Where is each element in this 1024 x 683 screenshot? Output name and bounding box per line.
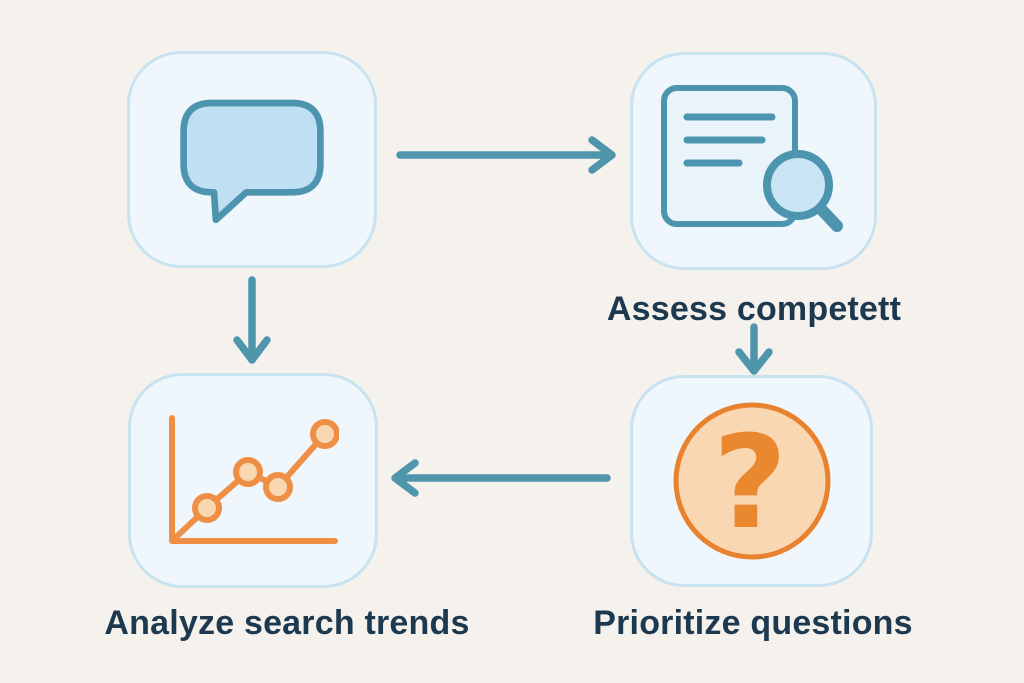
flowchart-node-prioritize: ? bbox=[630, 375, 873, 587]
speech-bubble-icon bbox=[180, 99, 324, 223]
document-search-icon bbox=[661, 85, 843, 232]
node-label-prioritize: Prioritize questions bbox=[593, 604, 913, 642]
question-circle-icon: ? bbox=[673, 402, 830, 560]
flowchart-node-assess bbox=[630, 52, 877, 270]
question-mark-glyph: ? bbox=[712, 409, 786, 558]
node-label-analyze: Analyze search trends bbox=[104, 604, 470, 642]
arrow-chat-to-assess bbox=[396, 136, 616, 174]
arrow-assess-to-prioritize bbox=[735, 323, 773, 375]
arrow-chat-to-analyze bbox=[233, 276, 271, 364]
trend-chart-icon bbox=[169, 414, 339, 544]
flowchart-node-chat bbox=[127, 51, 377, 268]
arrow-prioritize-to-analyze bbox=[391, 459, 611, 497]
flowchart-node-analyze bbox=[128, 373, 378, 588]
node-label-assess: Assess competett bbox=[606, 290, 902, 328]
